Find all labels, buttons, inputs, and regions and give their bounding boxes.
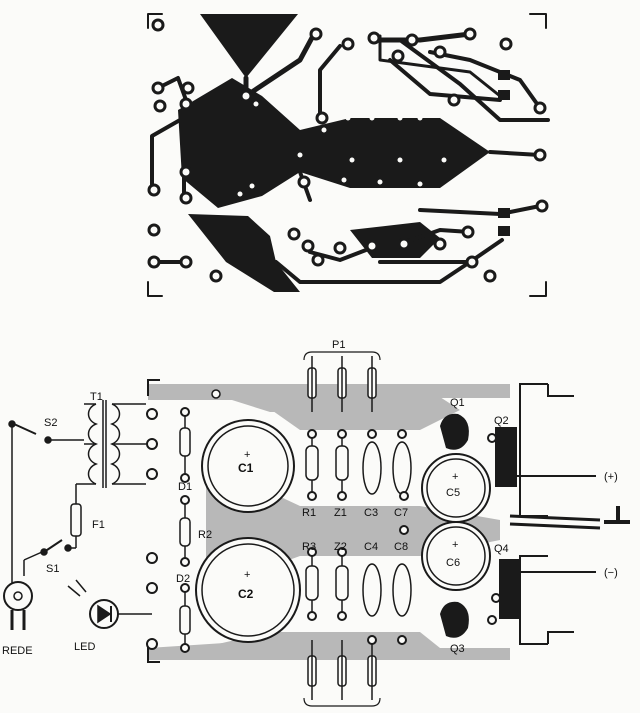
z2-label: Z2	[334, 541, 347, 553]
r3-label: R3	[302, 541, 316, 553]
c8-label: C8	[394, 541, 408, 553]
s2-label: S2	[44, 417, 57, 429]
q3-label: Q3	[450, 643, 465, 655]
c7-label: C7	[394, 507, 408, 519]
rede-label: REDE	[2, 645, 33, 657]
r2-label: R2	[198, 529, 212, 541]
c6-plus: +	[452, 539, 458, 551]
positive-output-label: (+)	[604, 471, 618, 483]
copper-layout	[147, 13, 550, 297]
c4-label: C4	[364, 541, 378, 553]
d2-label: D2	[176, 573, 190, 585]
c1-plus: +	[244, 449, 250, 461]
d1-label: D1	[178, 481, 192, 493]
c6-label: C6	[446, 557, 460, 569]
f1-label: F1	[92, 519, 105, 531]
q2-label: Q2	[494, 415, 509, 427]
q4-label: Q4	[494, 543, 509, 555]
c2-plus: +	[244, 569, 250, 581]
t1-label: T1	[90, 391, 103, 403]
c5-label: C5	[446, 487, 460, 499]
c5-plus: +	[452, 471, 458, 483]
led-label: LED	[74, 641, 95, 653]
component-layout	[3, 351, 630, 707]
p1-label: P1	[332, 339, 345, 351]
s1-label: S1	[46, 563, 59, 575]
z1-label: Z1	[334, 507, 347, 519]
c3-label: C3	[364, 507, 378, 519]
negative-output-label: (−)	[604, 567, 618, 579]
c1-label: C1	[238, 461, 254, 475]
r1-label: R1	[302, 507, 316, 519]
q1-label: Q1	[450, 397, 465, 409]
c2-label: C2	[238, 587, 254, 601]
